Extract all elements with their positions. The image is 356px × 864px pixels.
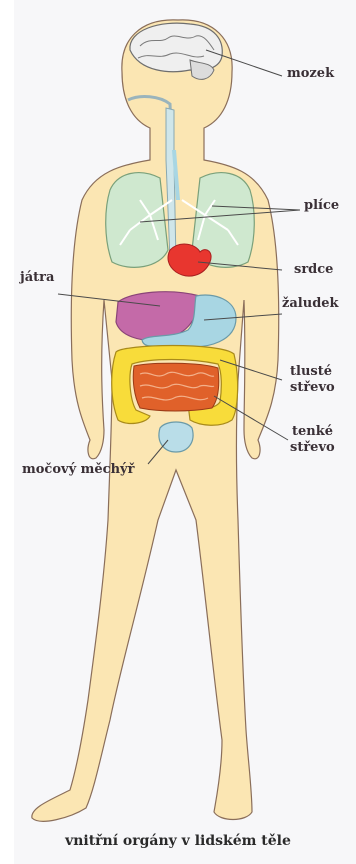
body-outline: [32, 20, 279, 821]
label-small-intestine-1: tenké: [292, 424, 333, 440]
label-lungs: plíce: [304, 198, 339, 214]
label-small-intestine-2: střevo: [290, 440, 335, 456]
label-large-intestine-1: tlusté: [290, 364, 332, 380]
label-large-intestine-2: střevo: [290, 380, 335, 396]
bladder-organ: [159, 422, 193, 452]
small-intestine-organ: [133, 363, 219, 411]
label-liver: játra: [20, 270, 54, 286]
label-stomach: žaludek: [282, 296, 339, 312]
label-heart: srdce: [294, 262, 333, 278]
caption: vnitřní orgány v lidském těle: [0, 833, 356, 849]
label-brain: mozek: [287, 66, 334, 82]
body-silhouette: [32, 20, 279, 821]
label-bladder: močový měchýř: [22, 462, 134, 478]
